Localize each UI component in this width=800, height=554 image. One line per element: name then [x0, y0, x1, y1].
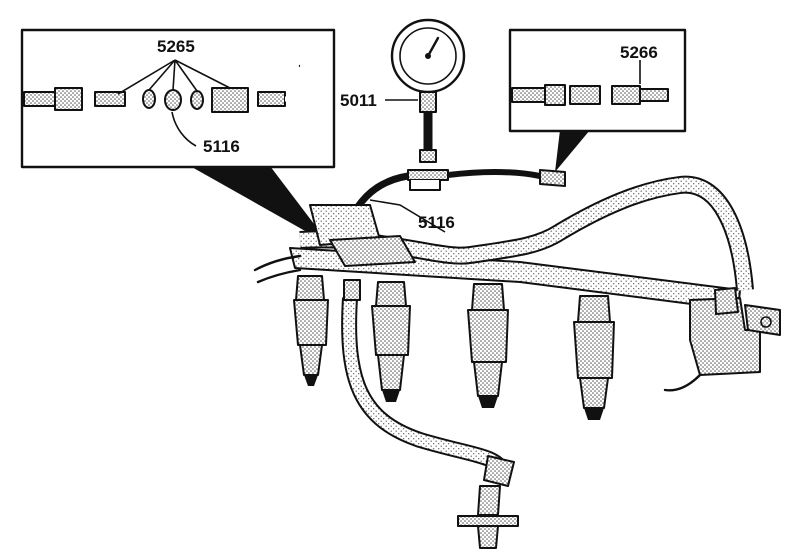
injector-2 [371, 281, 411, 402]
fuel-injector-icon [577, 295, 611, 323]
regulator-vacuum-line [663, 373, 702, 392]
right-inset: 5266 [508, 28, 687, 133]
supply-flange [457, 515, 519, 527]
inset-hose-left [23, 91, 56, 107]
inset-adapter-1 [94, 91, 126, 107]
injectors [293, 275, 615, 420]
left-inset: 5265 5116 [20, 28, 336, 169]
injector-4 [573, 295, 615, 420]
right-inset-hose [511, 87, 546, 103]
supply-outlet [477, 525, 499, 549]
right-inset-nut [569, 85, 601, 105]
label-5266: 5266 [620, 43, 658, 62]
injector-3 [467, 283, 509, 408]
gauge-needle [426, 36, 440, 58]
inset-seal-2 [164, 89, 182, 111]
inset-seal-1 [142, 89, 156, 109]
right-inset-adapter-tip [639, 88, 669, 102]
regulator-mount [744, 304, 781, 336]
fuel-injector-icon [471, 283, 505, 311]
tee-fitting [407, 169, 449, 181]
inset-nut [211, 87, 249, 113]
label-5116-inset: 5116 [203, 137, 240, 156]
label-5265: 5265 [157, 37, 195, 56]
left-callout-wedge [190, 166, 330, 245]
supply-connector [477, 485, 501, 516]
fuel-rail [253, 175, 781, 392]
main-5116-leader [369, 199, 446, 233]
label-5116-main: 5116 [418, 213, 455, 232]
right-inset-frame [508, 28, 687, 133]
rail-connection-block [329, 235, 416, 267]
bleed-hose [447, 169, 541, 179]
right-callout-wedge [555, 130, 590, 172]
supply-hose-body [343, 297, 508, 474]
pressure-regulator-icon [689, 297, 761, 376]
label-5011: 5011 [340, 91, 377, 110]
inset-union [257, 91, 286, 107]
bleed-fitting [539, 169, 566, 187]
inset-5116-leader [171, 111, 197, 147]
rail-left-line-2 [256, 268, 302, 284]
supply-hose-lower-fitting [483, 455, 515, 487]
right-inset-adapter [611, 85, 641, 105]
regulator-collar [714, 287, 739, 315]
return-tube [299, 177, 752, 291]
supply-hose [341, 279, 519, 549]
inset-hose-fitting [54, 87, 83, 111]
pressure-gauge: 5011 [340, 18, 466, 163]
left-inset-frame [20, 28, 336, 169]
supply-hose-upper-fitting [343, 279, 361, 301]
injector-1 [293, 275, 329, 386]
gauge-fitting [419, 91, 437, 113]
fuel-injector-icon [375, 281, 407, 307]
right-inset-fitting [544, 84, 566, 106]
rail-left-line-1 [253, 254, 302, 272]
inset-leader-lines [117, 59, 231, 95]
gauge-dial [399, 27, 457, 85]
inset-seal-3 [190, 90, 204, 110]
fuel-injector-icon [295, 275, 325, 301]
